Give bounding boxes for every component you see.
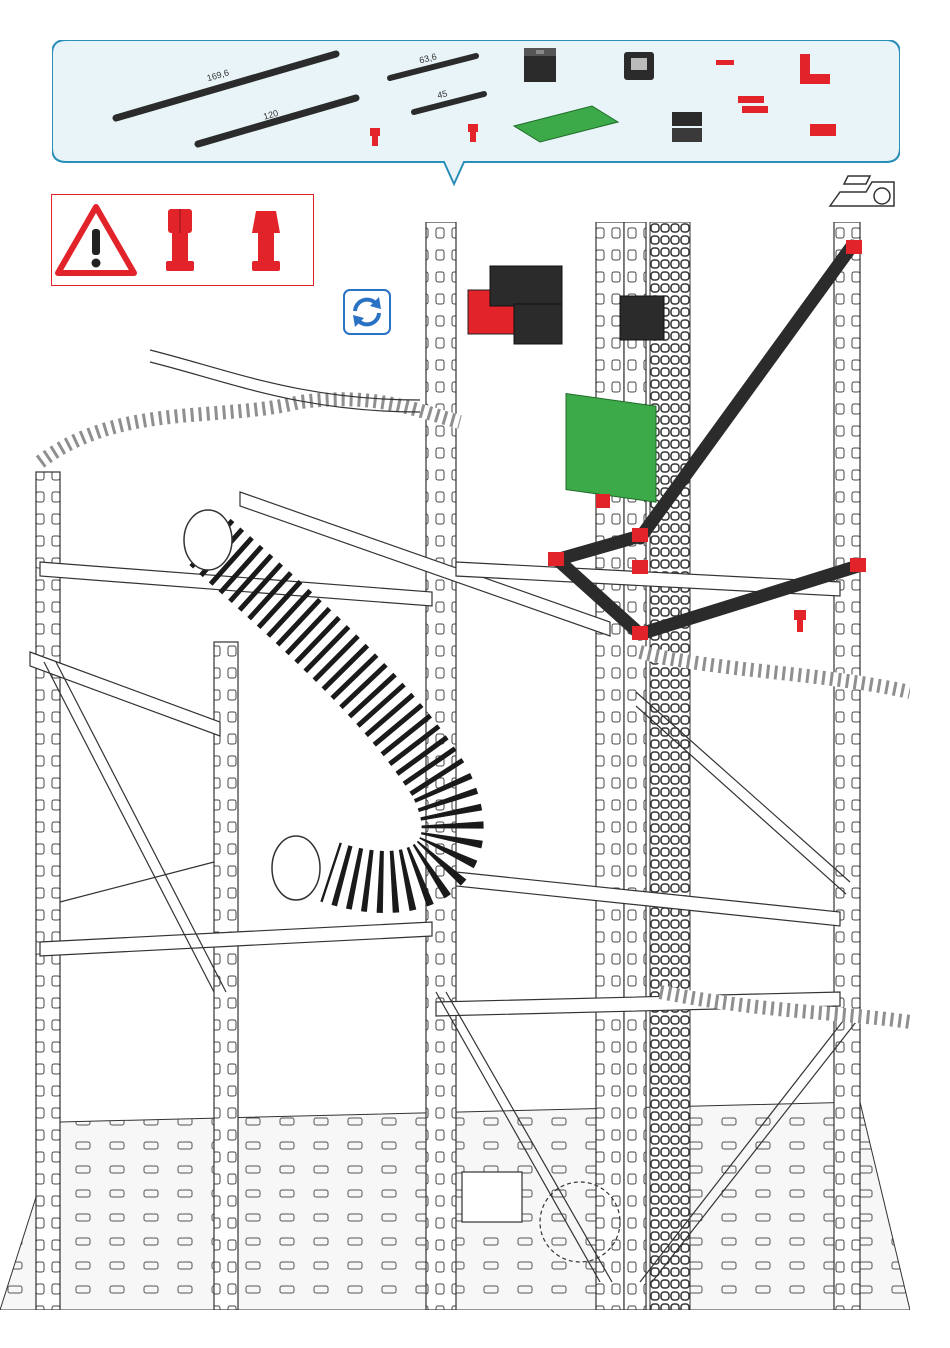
red-base-block bbox=[810, 124, 836, 136]
red-small-connector bbox=[716, 60, 734, 65]
view-direction-icon bbox=[826, 172, 898, 210]
assembly-illustration bbox=[0, 222, 910, 1310]
parts-callout: 169,6 120 63,6 45 bbox=[52, 40, 900, 190]
black-cover-block bbox=[624, 52, 654, 80]
cable-drag-chain bbox=[40, 350, 910, 1022]
green-circuit-board bbox=[566, 394, 656, 503]
red-pin-part bbox=[794, 610, 806, 632]
chain-track bbox=[650, 222, 690, 1310]
black-building-block bbox=[524, 48, 556, 82]
